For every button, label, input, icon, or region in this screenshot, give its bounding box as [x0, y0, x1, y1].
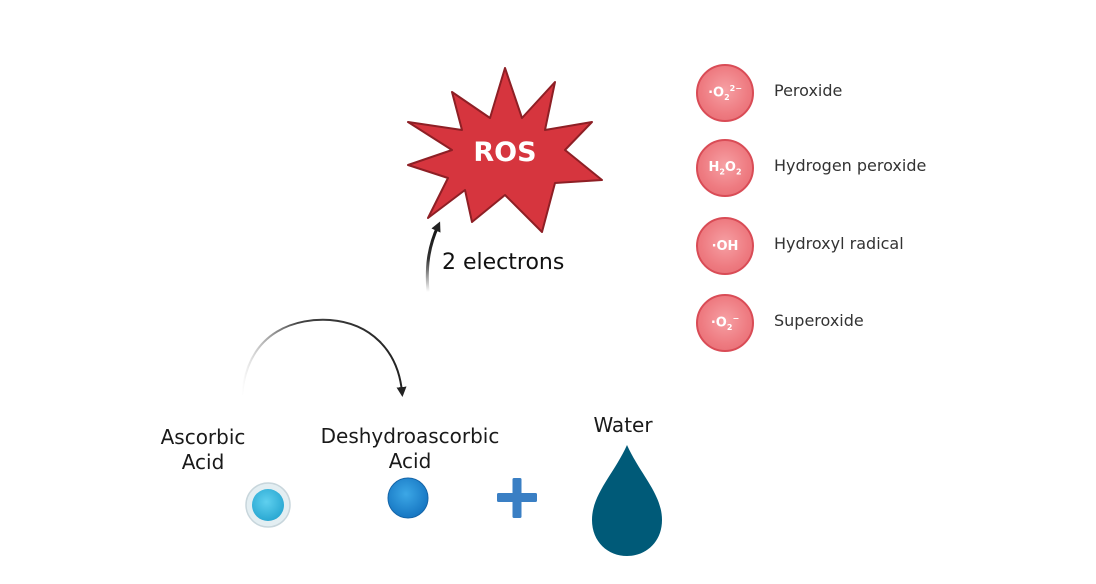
dehydroascorbic-acid-label-line2: Acid [388, 449, 432, 473]
legend-label-hydrogen-peroxide: Hydrogen peroxide [774, 156, 927, 175]
hydroxyl-radical-symbol: ·OH [696, 217, 754, 275]
legend-item-peroxide: ·O22− Peroxide [696, 64, 996, 128]
oxidation-arrow [241, 318, 407, 397]
dehydroascorbic-acid-label-line1: Deshydroascorbic [320, 424, 500, 448]
water-label: Water [593, 413, 653, 437]
ascorbic-acid-label: Ascorbic Acid [143, 425, 263, 475]
plus-sign-vertical [512, 478, 522, 518]
legend-item-superoxide: ·O2− Superoxide [696, 294, 996, 358]
legend-label-superoxide: Superoxide [774, 311, 864, 330]
ascorbic-acid-molecule [252, 489, 284, 521]
hydrogen-peroxide-symbol: H2O2 [696, 139, 754, 197]
electrons-label: 2 electrons [442, 250, 565, 275]
water-drop-icon [592, 445, 662, 556]
legend-item-hydroxyl-radical: ·OH Hydroxyl radical [696, 217, 996, 281]
legend-label-hydroxyl-radical: Hydroxyl radical [774, 234, 904, 253]
dehydroascorbic-acid-label: Deshydroascorbic Acid [300, 424, 520, 474]
ros-label: ROS [473, 137, 537, 168]
dehydroascorbic-acid-molecule [387, 477, 429, 519]
peroxide-symbol: ·O22− [696, 64, 754, 122]
electron-arrow [425, 221, 441, 293]
legend-item-hydrogen-peroxide: H2O2 Hydrogen peroxide [696, 139, 996, 203]
legend-label-peroxide: Peroxide [774, 81, 843, 100]
ascorbic-acid-label-line2: Acid [181, 450, 225, 474]
ros-starburst [407, 67, 603, 233]
ascorbic-acid-label-line1: Ascorbic [160, 425, 246, 449]
superoxide-symbol: ·O2− [696, 294, 754, 352]
